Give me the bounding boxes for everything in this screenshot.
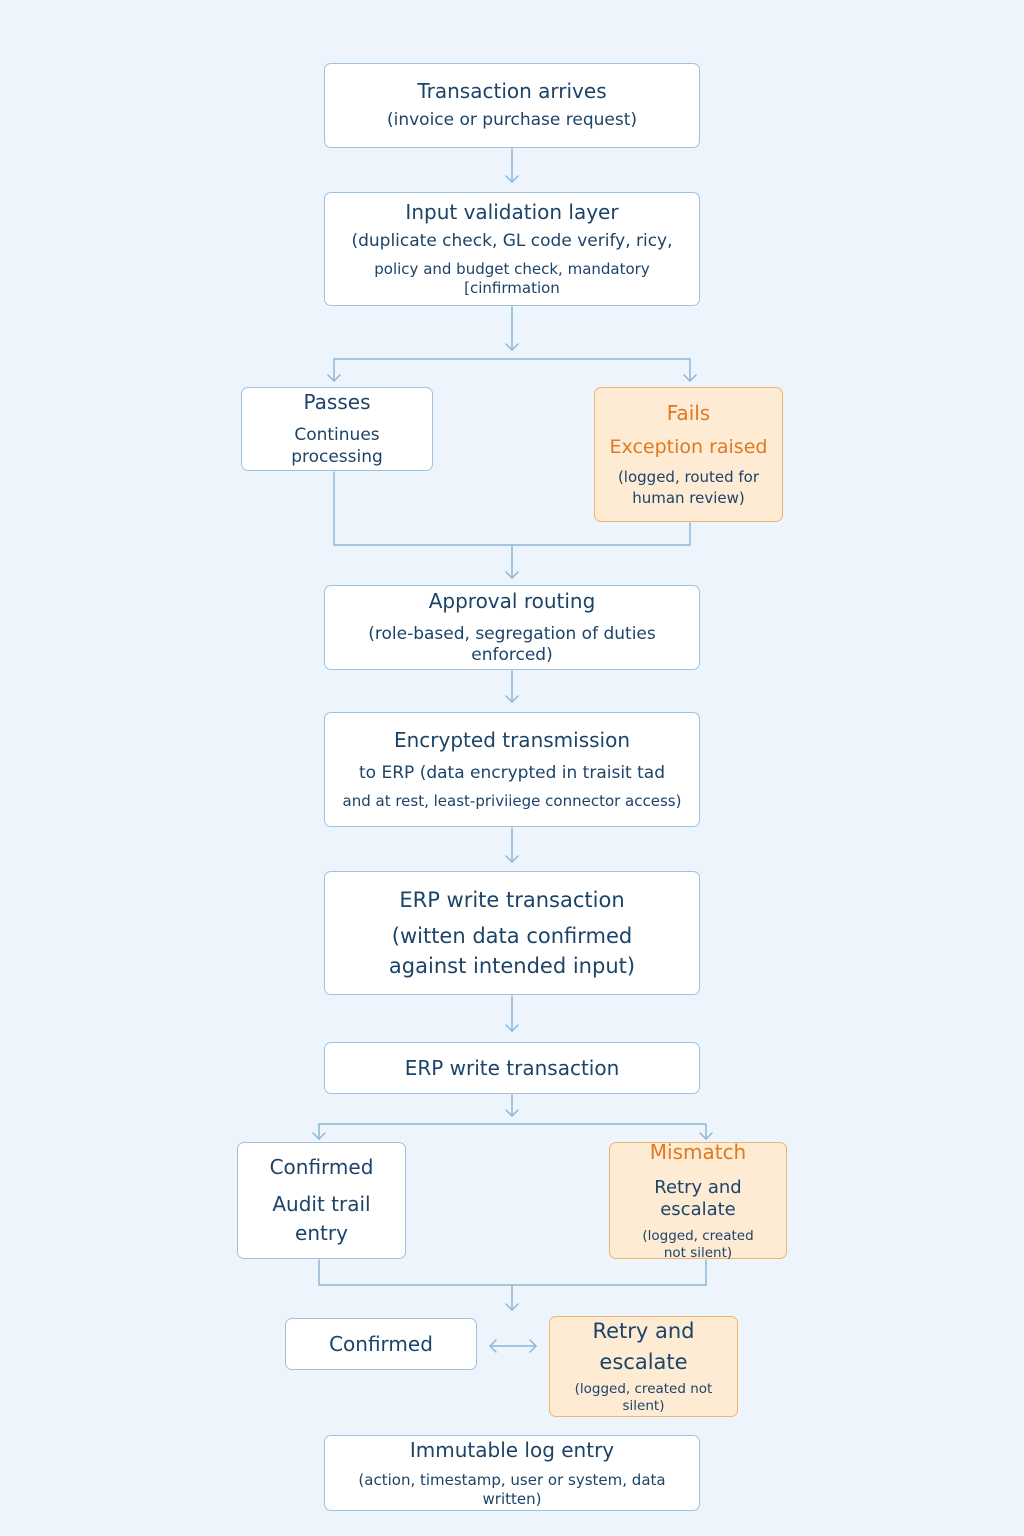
arrowhead xyxy=(505,343,519,351)
node-subtitle: (invoice or purchase request) xyxy=(386,110,637,131)
node-line-1: (witten data confirmed xyxy=(391,923,633,948)
arrowhead xyxy=(699,1132,713,1140)
node-title: Approval routing xyxy=(428,588,596,613)
node-line-1: (logged, created xyxy=(642,1227,754,1244)
confirmed-audit-node: Confirmed Audit trail entry xyxy=(237,1142,406,1259)
node-subtitle: (logged, created not silent) xyxy=(574,1380,713,1414)
erp-write-node: ERP write transaction xyxy=(324,1042,700,1094)
retry-escalate-node: Retry and escalate (logged, created not … xyxy=(549,1316,738,1417)
node-line-1: Audit trail xyxy=(272,1192,371,1216)
node-line-1: (duplicate check, GL code verify, ricy, xyxy=(351,231,673,252)
arrowhead xyxy=(505,1303,519,1311)
erp-write-confirm-node: ERP write transaction (witten data confi… xyxy=(324,871,700,995)
node-title: Confirmed xyxy=(269,1155,374,1179)
node-line-2: not silent) xyxy=(663,1244,733,1261)
arrowhead xyxy=(489,1339,497,1353)
node-subtitle: Continues processing xyxy=(291,425,383,467)
arrowhead xyxy=(312,1132,326,1140)
node-subtitle: (action, timestamp, user or system, data… xyxy=(358,1470,666,1508)
node-line-1: (logged, routed for xyxy=(617,468,760,487)
node-subtitle: Exception raised xyxy=(609,436,768,459)
arrowhead xyxy=(505,1109,519,1117)
arrowhead xyxy=(327,374,341,382)
node-title: ERP write transaction xyxy=(404,1055,620,1080)
node-line-2: policy and budget check, mandatory [cinf… xyxy=(374,260,650,298)
fails-node: Fails Exception raised (logged, routed f… xyxy=(594,387,783,522)
node-title: Transaction arrives xyxy=(417,79,607,104)
arrowhead xyxy=(505,175,519,183)
transaction-arrives-node: Transaction arrives (invoice or purchase… xyxy=(324,63,700,148)
node-title: Input validation layer xyxy=(405,200,619,225)
arrowhead xyxy=(683,374,697,382)
node-title: Fails xyxy=(666,401,711,426)
confirmed-node: Confirmed xyxy=(285,1318,477,1370)
connector-line xyxy=(318,1259,707,1286)
node-title: Confirmed xyxy=(329,1331,433,1356)
node-title: Passes xyxy=(303,390,371,415)
arrowhead xyxy=(505,1024,519,1032)
node-title: Immutable log entry xyxy=(409,1437,615,1462)
arrowhead xyxy=(529,1339,537,1353)
node-line-2: escalate xyxy=(599,1349,688,1374)
node-line-1: to ERP (data encrypted in traisit tad xyxy=(359,763,665,783)
arrowhead xyxy=(505,571,519,579)
node-line-1: Retry and xyxy=(592,1319,695,1344)
passes-node: Passes Continues processing xyxy=(241,387,433,471)
node-line-2: human review) xyxy=(632,488,745,507)
node-subtitle: (role-based, segregation of duties enfor… xyxy=(368,623,656,665)
encrypted-transmission-node: Encrypted transmission to ERP (data encr… xyxy=(324,712,700,827)
node-line-2: and at rest, least-priviiege connector a… xyxy=(342,792,682,811)
node-subtitle: Retry and escalate xyxy=(654,1176,742,1221)
mismatch-node: Mismatch Retry and escalate (logged, cre… xyxy=(609,1139,787,1261)
node-title: ERP write transaction xyxy=(399,887,625,912)
node-line-2: entry xyxy=(295,1221,348,1245)
arrowhead xyxy=(505,855,519,863)
arrowhead xyxy=(505,695,519,703)
approval-routing-node: Approval routing (role-based, segregatio… xyxy=(324,585,700,670)
input-validation-node: Input validation layer (duplicate check,… xyxy=(324,192,700,306)
immutable-log-node: Immutable log entry (action, timestamp, … xyxy=(324,1435,700,1511)
node-title: Encrypted transmission xyxy=(393,728,631,752)
node-line-2: against intended input) xyxy=(388,954,636,979)
node-title: Mismatch xyxy=(649,1139,747,1164)
